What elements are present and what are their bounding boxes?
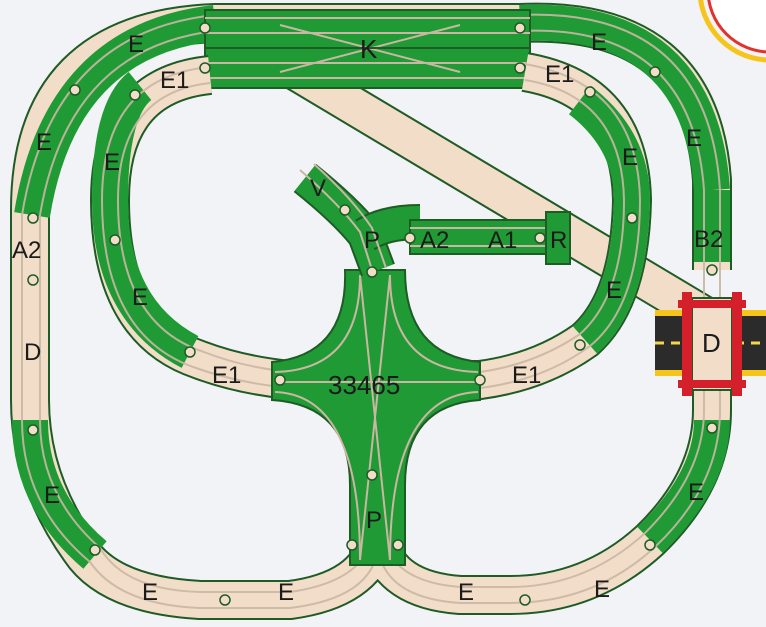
label-e-inner-left-1: E [104, 149, 120, 176]
label-e-outer-left-1: E [36, 129, 52, 156]
label-e-outer-tl: E [128, 31, 144, 58]
label-r-spur: R [550, 227, 567, 254]
label-e1-mid-left: E1 [212, 362, 241, 389]
label-e-bottom-1: E [142, 579, 158, 606]
label-e1-top-left: E1 [160, 67, 189, 94]
label-v: V [310, 175, 326, 202]
label-b2-right: B2 [694, 226, 723, 253]
label-e-right-inner-1: E [622, 144, 638, 171]
label-e-right-outer-3: E [688, 479, 704, 506]
label-e-inner-left-2: E [132, 284, 148, 311]
corner-badge [700, 0, 766, 60]
label-e-bottom-4: E [594, 576, 610, 603]
label-k: K [360, 34, 378, 64]
label-a2-spur: A2 [420, 227, 449, 254]
label-e-right-inner-2: E [606, 277, 622, 304]
label-e-bottom-2: E [278, 579, 294, 606]
label-e-bottom-3: E [458, 579, 474, 606]
label-a1-spur: A1 [488, 227, 517, 254]
label-e1-top-right: E1 [545, 61, 574, 88]
label-p-top: P [364, 227, 380, 254]
label-e-outer-left-2: E [44, 482, 60, 509]
label-e1-mid-right: E1 [512, 362, 541, 389]
label-d-bridge: D [702, 328, 721, 358]
label-e-right-outer-2: E [686, 125, 702, 152]
label-a2-left: A2 [12, 237, 41, 264]
label-d-left: D [24, 339, 41, 366]
label-cross-center: 33465 [328, 370, 400, 400]
label-e-right-outer-1: E [591, 29, 607, 56]
label-p-bottom: P [366, 507, 382, 534]
